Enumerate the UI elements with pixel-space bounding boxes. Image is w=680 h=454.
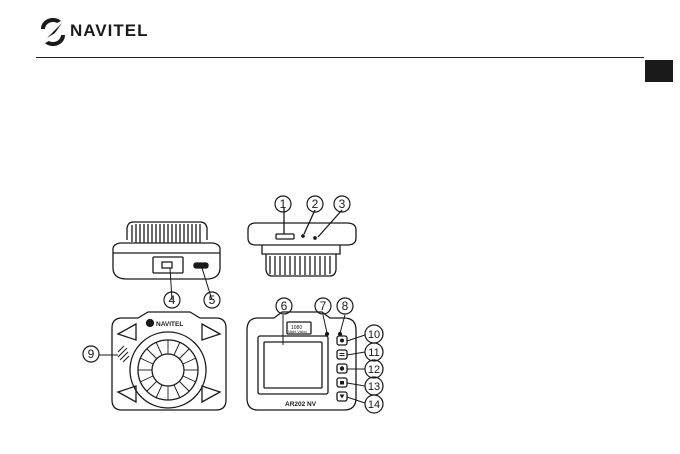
callout-3: 3 [339, 197, 346, 211]
model-label: AR202 NV [285, 401, 317, 408]
callout-circles [83, 196, 383, 413]
callout-12: 12 [368, 364, 380, 376]
front-logo-icon [147, 320, 154, 327]
callout-8: 8 [342, 299, 349, 313]
callout-11: 11 [368, 347, 379, 359]
callout-4: 4 [169, 293, 176, 307]
callout-7: 7 [320, 299, 327, 313]
lens-knurl [138, 340, 198, 400]
callout-9: 9 [88, 347, 95, 361]
callout-6: 6 [281, 299, 288, 313]
callout-1: 1 [280, 197, 287, 211]
callout-13: 13 [368, 381, 380, 393]
mount-ridges [132, 224, 200, 243]
screen-badge-line2: Night Vision [288, 330, 307, 334]
display-screen [258, 336, 328, 394]
callout-10: 10 [368, 329, 380, 341]
mount-ridges-top [270, 256, 330, 275]
front-brand-label: NAVITEL [156, 321, 183, 328]
device-bottom-view [113, 222, 220, 279]
microphone-grille [118, 346, 129, 362]
callout-2: 2 [312, 197, 319, 211]
callout-5: 5 [209, 293, 216, 307]
device-top-view [248, 208, 356, 276]
callout-14: 14 [368, 399, 380, 411]
